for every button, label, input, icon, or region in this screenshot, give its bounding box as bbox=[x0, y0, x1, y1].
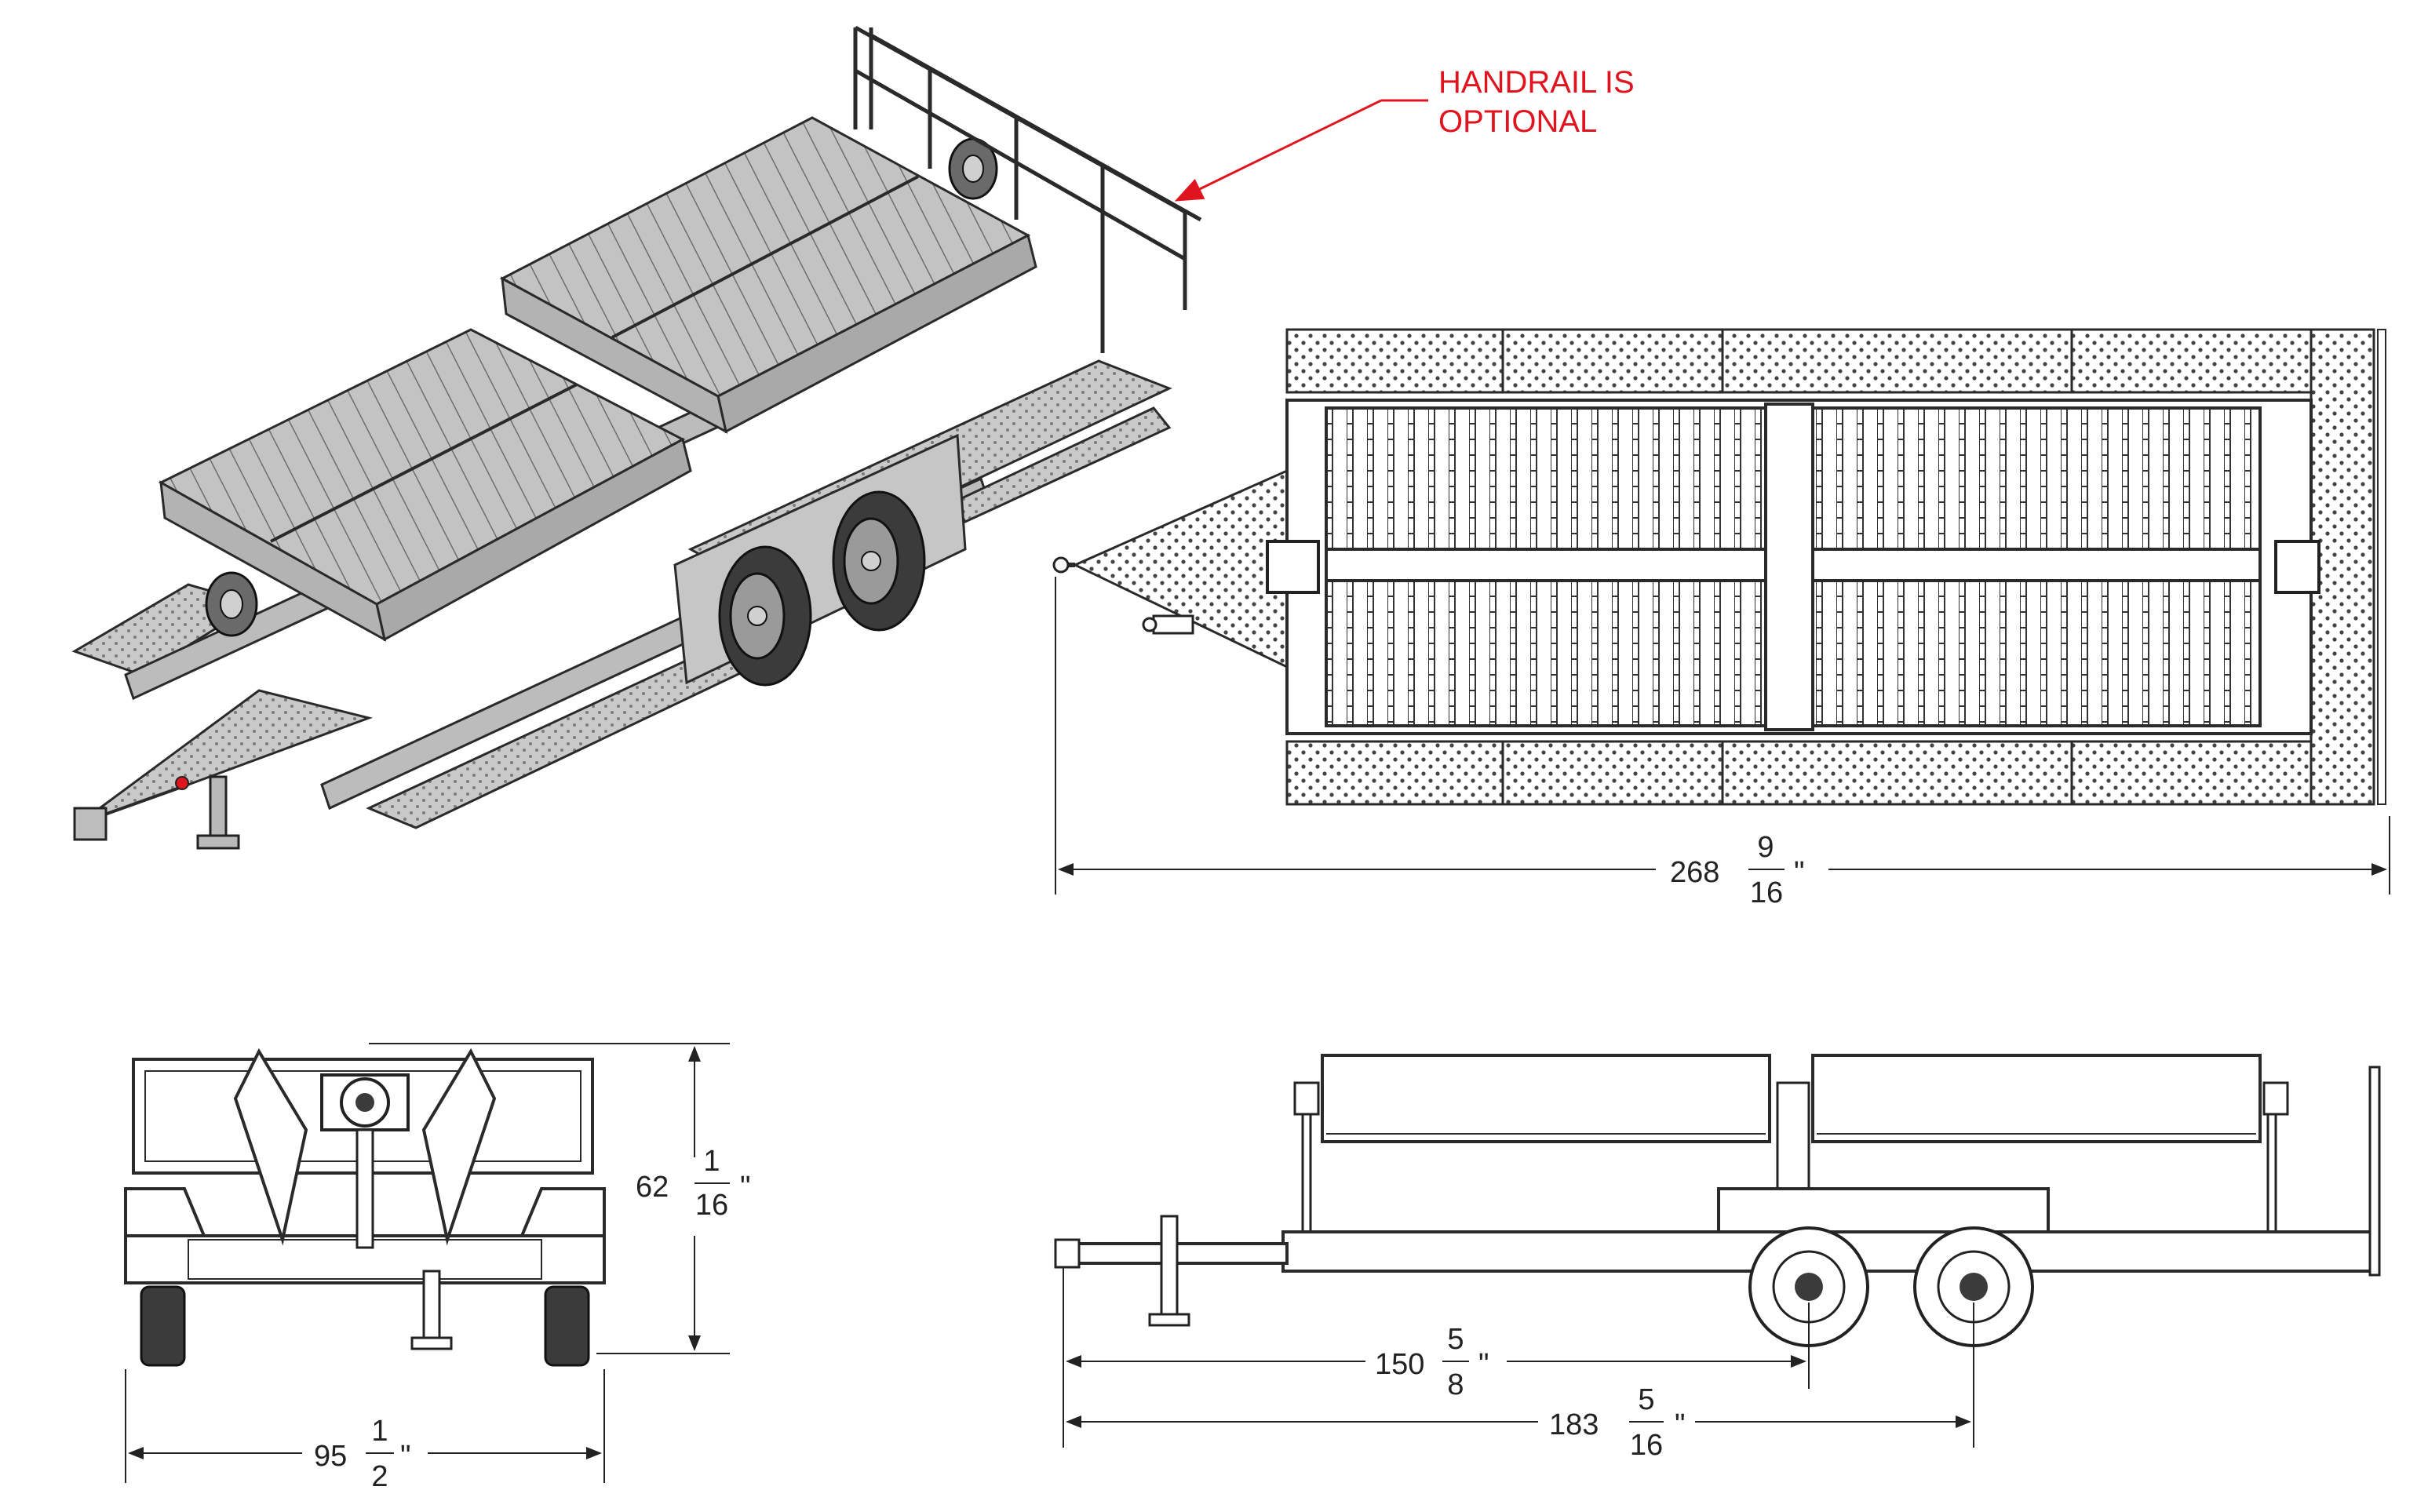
top-tongue bbox=[1072, 468, 1289, 669]
dim-overall-length: 268 9 16 " bbox=[1055, 577, 2390, 909]
side-jack bbox=[1148, 1215, 1190, 1327]
top-jack bbox=[1142, 614, 1194, 635]
top-view bbox=[1052, 328, 2386, 806]
dim-width-den: 2 bbox=[371, 1460, 388, 1493]
iso-winch-front bbox=[205, 571, 258, 637]
dim-overall-length-num: 9 bbox=[1757, 831, 1774, 864]
front-tire-left bbox=[140, 1285, 186, 1367]
side-deck-rear bbox=[1811, 1054, 2262, 1143]
side-tire-front bbox=[1748, 1226, 1869, 1347]
callout-line-2: OPTIONAL bbox=[1438, 104, 1597, 139]
dim-hitch-front-axle-unit: " bbox=[1478, 1348, 1489, 1381]
iso-hitch-red bbox=[175, 776, 189, 790]
dim-width-whole: 95 bbox=[314, 1440, 347, 1473]
side-deck-front bbox=[1321, 1054, 1771, 1143]
dim-hitch-front-axle: 150 5 8 " bbox=[1063, 1267, 1810, 1448]
iso-handrail bbox=[853, 25, 1202, 353]
top-winch-front bbox=[1266, 540, 1320, 594]
side-view bbox=[1054, 1054, 2381, 1347]
dim-hitch-front-axle-den: 8 bbox=[1447, 1368, 1464, 1401]
front-fender-right bbox=[520, 1187, 606, 1237]
top-deck-front-upper bbox=[1325, 406, 1767, 551]
front-view bbox=[124, 1047, 606, 1367]
dim-height-num: 1 bbox=[703, 1145, 720, 1178]
front-fender-left bbox=[124, 1187, 206, 1237]
iso-tire-rear bbox=[832, 490, 926, 632]
dim-hitch-rear-axle-den: 16 bbox=[1630, 1429, 1663, 1462]
top-deck-front-lower bbox=[1325, 579, 1767, 727]
isometric-view bbox=[71, 25, 1202, 850]
iso-jack bbox=[196, 775, 240, 850]
iso-deck-rear bbox=[499, 116, 1037, 434]
handrail-callout: HANDRAIL IS OPTIONAL bbox=[1174, 65, 1635, 202]
dim-height-whole: 62 bbox=[636, 1171, 669, 1204]
dim-hitch-rear-axle-whole: 183 bbox=[1549, 1408, 1599, 1441]
iso-hitch-coupler bbox=[73, 807, 108, 841]
top-winch-rear bbox=[2274, 540, 2320, 594]
top-walkway-upper bbox=[1285, 328, 2313, 394]
dim-hitch-rear-axle-num: 5 bbox=[1638, 1383, 1654, 1416]
dim-width: 95 1 2 " bbox=[125, 1369, 605, 1493]
dim-height-unit: " bbox=[740, 1171, 751, 1204]
iso-winch-rear bbox=[948, 137, 998, 200]
dim-hitch-rear-axle-unit: " bbox=[1675, 1408, 1686, 1441]
dim-overall-length-unit: " bbox=[1794, 856, 1805, 889]
dim-overall-length-whole: 268 bbox=[1670, 856, 1719, 889]
dim-width-unit: " bbox=[400, 1440, 411, 1473]
dim-height: 62 1 16 " bbox=[369, 1043, 751, 1354]
top-walkway-lower bbox=[1285, 740, 2313, 806]
dim-overall-length-den: 16 bbox=[1750, 876, 1783, 909]
side-tire-rear bbox=[1913, 1226, 2034, 1347]
dim-width-num: 1 bbox=[371, 1415, 388, 1448]
front-tire-right bbox=[544, 1285, 590, 1367]
callout-line-1: HANDRAIL IS bbox=[1438, 65, 1635, 100]
dim-height-den: 16 bbox=[695, 1189, 728, 1222]
top-deck-rear-lower bbox=[1811, 579, 2262, 727]
dim-hitch-front-axle-num: 5 bbox=[1447, 1323, 1464, 1356]
dim-hitch-front-axle-whole: 150 bbox=[1375, 1348, 1424, 1381]
iso-tire-front bbox=[718, 545, 812, 687]
top-deck-rear-upper bbox=[1811, 406, 2262, 551]
iso-deck-front bbox=[158, 328, 692, 642]
front-jack bbox=[422, 1270, 441, 1343]
front-winch bbox=[233, 1047, 497, 1249]
dim-hitch-rear-axle: 183 5 16 " bbox=[1066, 1303, 1974, 1462]
